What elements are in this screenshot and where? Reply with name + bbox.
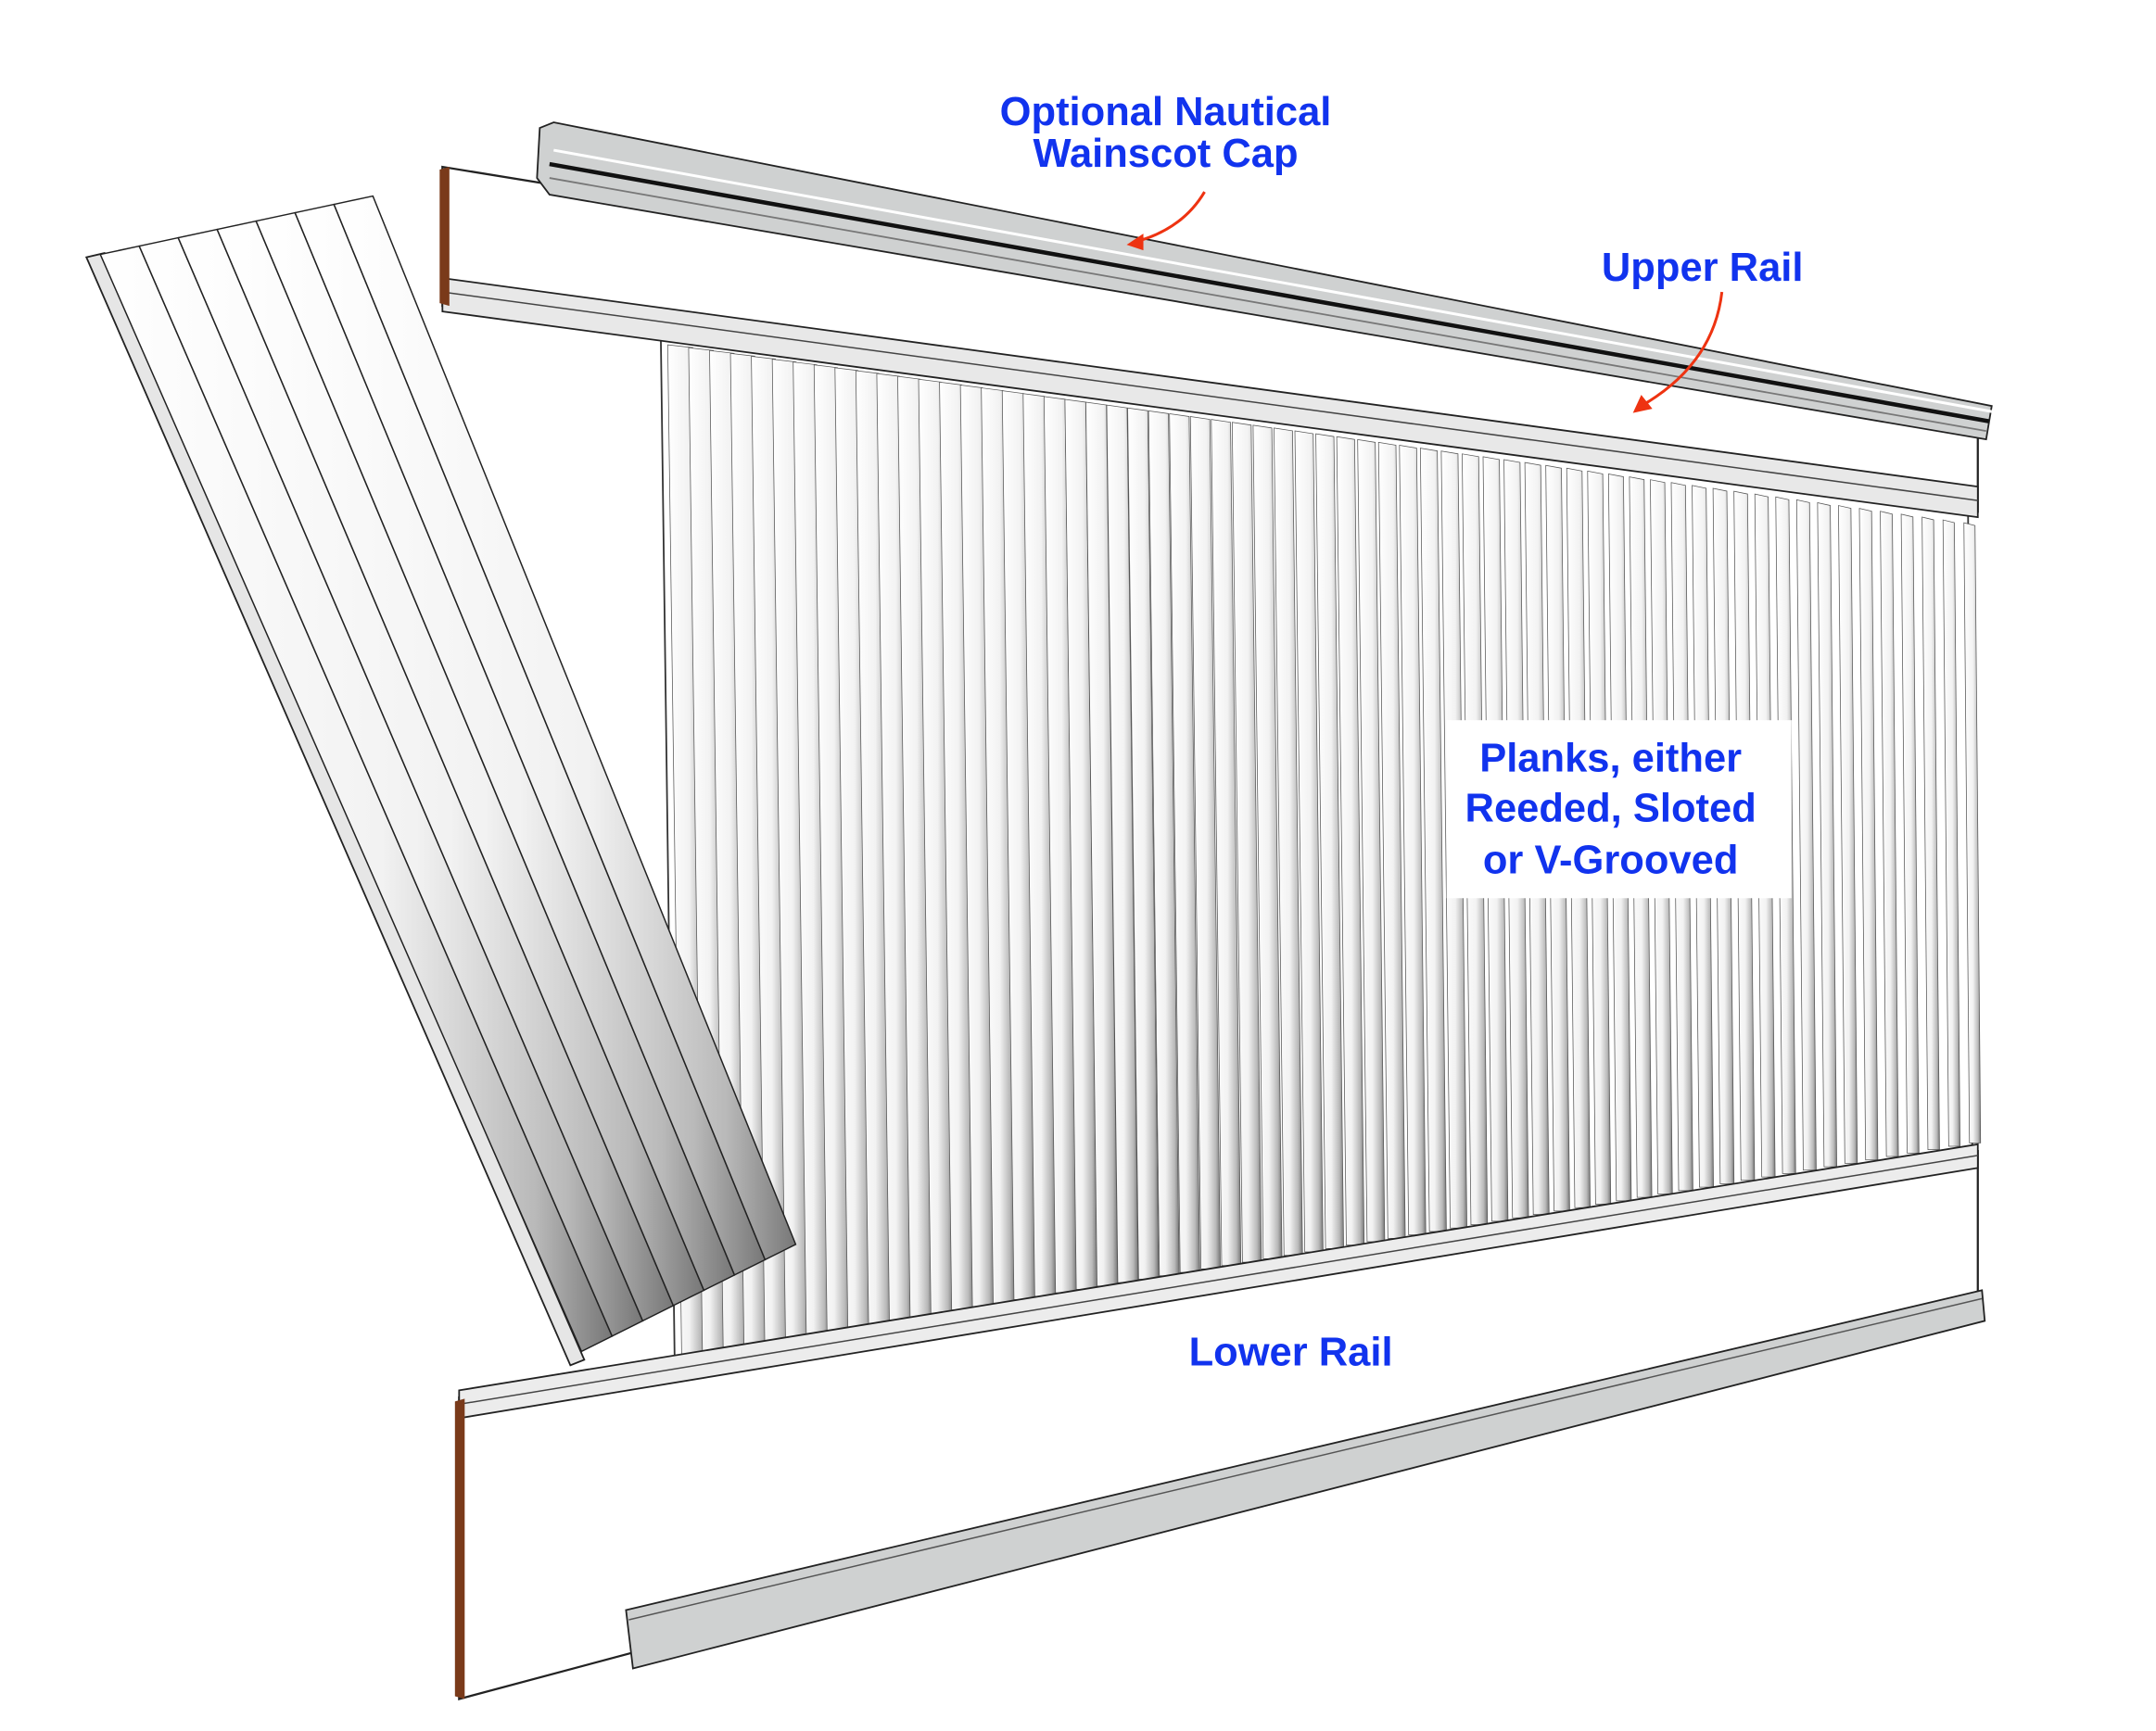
plank-reed <box>1942 519 1960 1147</box>
plank-reed <box>1963 522 1982 1143</box>
panel-reed <box>216 220 705 1307</box>
wainscot-cap <box>536 121 1993 441</box>
upper-rail-arrow <box>1640 291 1724 408</box>
label-cap-line1: Optional Nautical <box>1000 90 1332 134</box>
panel-reed <box>333 195 797 1261</box>
label-planks-line3: or V-Grooved <box>1483 838 1739 882</box>
planks-label-background <box>1446 720 1792 899</box>
base-molding <box>625 1289 1986 1670</box>
label-planks-line1: Planks, either <box>1479 737 1742 781</box>
upper-rail-arrowhead <box>1632 395 1653 413</box>
label-lower-rail: Lower Rail <box>1189 1330 1393 1374</box>
lower-rail <box>454 1143 1986 1700</box>
wood-end-grain <box>454 1398 465 1699</box>
label-planks-line2: Reeded, Sloted <box>1465 787 1757 831</box>
loose-reeded-panel <box>84 195 797 1367</box>
label-cap-line2: Wainscot Cap <box>1034 132 1299 176</box>
planks <box>659 333 1982 1364</box>
wood-end-grain <box>439 167 450 307</box>
cap-arrow <box>1135 191 1206 244</box>
panel-tongue <box>84 252 586 1367</box>
upper-rail <box>439 165 1979 519</box>
label-upper-rail: Upper Rail <box>1602 246 1804 290</box>
